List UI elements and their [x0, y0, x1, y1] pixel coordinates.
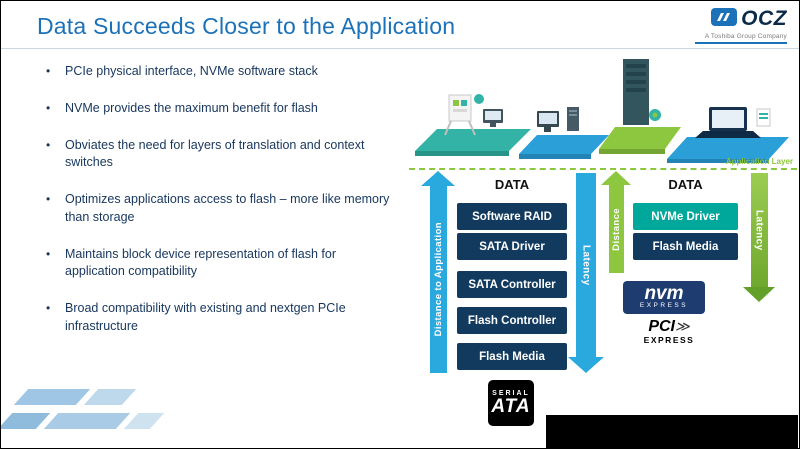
layer-sata-controller: SATA Controller: [457, 271, 567, 298]
bullet-item: NVMe provides the maximum benefit for fl…: [39, 100, 391, 118]
layer-sata-driver: SATA Driver: [457, 233, 567, 260]
arrow-body: Latency: [576, 173, 596, 357]
arrow-body: Distance: [608, 185, 624, 273]
logo-tagline: A Toshiba Group Company: [704, 33, 787, 40]
bullet-item: Maintains block device representation of…: [39, 246, 391, 282]
ocz-logo-icon: [711, 7, 738, 31]
bullet-item: PCIe physical interface, NVMe software s…: [39, 63, 391, 81]
bullet-item: Obviates the need for layers of translat…: [39, 137, 391, 173]
serial-ata-logo-top: SERIAL: [492, 390, 530, 397]
application-layer-label: Application Layer: [725, 157, 793, 166]
pci-chevrons-icon: ≫: [675, 318, 690, 334]
header-divider: [1, 48, 799, 49]
logo-underline: [695, 42, 787, 44]
arrow-up-head: [421, 171, 455, 186]
arrow-body: Latency: [750, 173, 768, 287]
nvme-latency-label: Latency: [753, 209, 765, 251]
ocz-logo: OCZ A Toshiba Group Company: [705, 7, 787, 40]
pci-express-logo-sub: EXPRESS: [643, 335, 695, 345]
nvm-express-logo-main: nvm: [644, 282, 684, 304]
sata-latency-label: Latency: [580, 244, 592, 286]
ocz-logo-text: OCZ: [741, 7, 787, 30]
distance-to-application-label: Distance to Application: [432, 222, 444, 337]
sata-data-header: DATA: [494, 177, 530, 192]
footer-black-box: [546, 415, 798, 448]
nvm-express-logo-sub: EXPRESS: [639, 302, 689, 310]
layer-software-raid: Software RAID: [457, 203, 567, 230]
application-layer-divider: [409, 168, 797, 170]
nvme-distance-arrow: Distance: [601, 171, 631, 273]
bullet-item: Optimizes applications access to flash –…: [39, 191, 391, 227]
serial-ata-logo-main: ATA: [491, 396, 531, 417]
arrow-down-head: [743, 287, 775, 302]
layer-flash-controller: Flash Controller: [457, 307, 567, 334]
arrow-body: Distance to Application: [429, 186, 447, 373]
devices-illustration: [409, 49, 797, 163]
nvme-data-header: DATA: [668, 177, 703, 192]
bullet-list: PCIe physical interface, NVMe software s…: [39, 63, 391, 355]
arrow-up-head: [601, 171, 631, 185]
nvme-distance-label: Distance: [610, 207, 622, 251]
pci-express-logo-text: PCI: [648, 318, 675, 335]
pci-express-logo-main: PCI≫: [633, 319, 705, 335]
decorative-stripe: [13, 389, 91, 405]
decorative-stripe: [123, 413, 165, 429]
layer-nvme-driver: NVMe Driver: [633, 203, 738, 230]
layer-flash-media-sata: Flash Media: [457, 343, 567, 370]
arrow-down-head: [568, 357, 604, 373]
sata-latency-arrow: Latency: [568, 173, 604, 373]
decorative-stripe: [43, 413, 131, 429]
serial-ata-logo: SERIAL ATA: [488, 380, 534, 426]
decorative-stripe: [83, 389, 137, 405]
layer-flash-media-nvme: Flash Media: [633, 233, 738, 260]
page-title: Data Succeeds Closer to the Application: [37, 13, 456, 39]
nvm-express-logo: nvm EXPRESS: [623, 281, 705, 314]
distance-to-application-arrow: Distance to Application: [421, 171, 455, 373]
decorative-stripe: [1, 413, 51, 429]
pci-express-logo: PCI≫ EXPRESS: [633, 319, 705, 351]
bullet-item: Broad compatibility with existing and ne…: [39, 300, 391, 336]
nvme-latency-arrow: Latency: [743, 173, 775, 302]
